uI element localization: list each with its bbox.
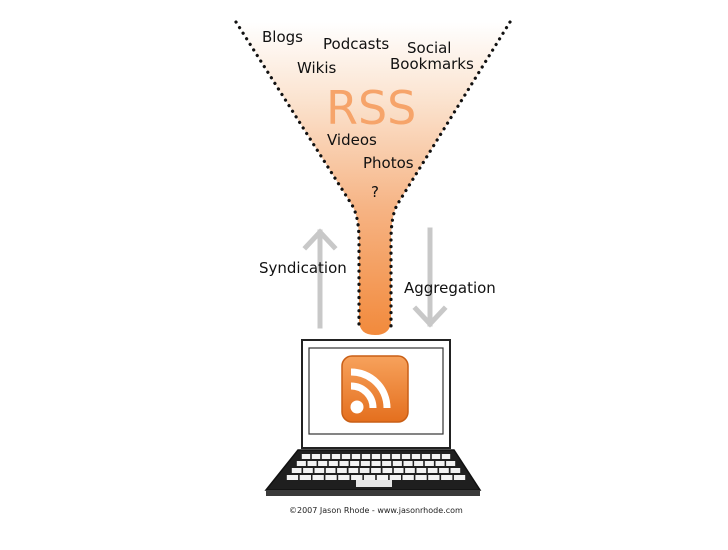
keyboard-key	[435, 461, 445, 466]
keyboard-key	[359, 468, 370, 473]
keyboard-key	[350, 461, 360, 466]
keyboard-key	[341, 454, 351, 459]
label-blogs: Blogs	[262, 28, 303, 46]
keyboard-key	[307, 461, 317, 466]
keyboard-key	[439, 468, 449, 473]
keyboard-key	[371, 454, 381, 459]
rss-feed-icon	[341, 355, 409, 423]
keyboard-key	[338, 475, 350, 480]
keyboard-key	[416, 468, 427, 473]
label-videos: Videos	[327, 131, 377, 149]
keyboard-key	[286, 475, 299, 480]
keyboard-key	[299, 475, 311, 480]
keyboard-key	[351, 454, 361, 459]
keyboard-key	[382, 468, 393, 473]
keyboard-key	[314, 468, 325, 473]
label-bookmarks: Bookmarks	[390, 55, 474, 73]
label-rss: RSS	[326, 81, 417, 135]
keyboard-key	[450, 468, 461, 473]
keyboard-key	[325, 468, 336, 473]
keyboard-key	[391, 454, 401, 459]
keyboard-key	[414, 461, 424, 466]
keyboard-key	[331, 454, 341, 459]
keyboard-key	[402, 475, 414, 480]
laptop-touchpad	[356, 480, 392, 487]
keyboard-key	[401, 454, 411, 459]
keyboard-key	[431, 454, 441, 459]
arrow-up-icon	[302, 228, 338, 329]
keyboard-key	[393, 468, 404, 473]
label-wikis: Wikis	[297, 59, 337, 77]
funnel-outline-right	[389, 20, 512, 332]
keyboard-key	[318, 461, 328, 466]
keyboard-key	[291, 468, 302, 473]
keyboard-key	[360, 461, 370, 466]
keyboard-key	[389, 475, 401, 480]
keyboard-key	[403, 461, 413, 466]
keyboard-key	[405, 468, 415, 473]
arrow-down-icon	[412, 227, 448, 328]
keyboard-key	[421, 454, 431, 459]
keyboard-key	[427, 468, 438, 473]
keyboard-key	[428, 475, 440, 480]
keyboard-key	[446, 461, 456, 466]
keyboard-key	[321, 454, 331, 459]
keyboard-key	[363, 475, 376, 480]
keyboard-key	[311, 454, 321, 459]
keyboard-key	[376, 475, 389, 480]
label-aggregation: Aggregation	[404, 279, 496, 297]
keyboard-key	[296, 461, 306, 466]
label-syndication: Syndication	[259, 259, 347, 277]
footer-credit: ©2007 Jason Rhode - www.jasonrhode.com	[289, 506, 463, 515]
keyboard-key	[361, 454, 371, 459]
funnel-shape	[236, 22, 510, 335]
keyboard-key	[351, 475, 363, 480]
keyboard-key	[441, 475, 453, 480]
keyboard-key	[392, 461, 402, 466]
keyboard-key	[371, 468, 381, 473]
label-unknown: ?	[371, 183, 379, 201]
label-podcasts: Podcasts	[323, 35, 390, 53]
keyboard-key	[339, 461, 349, 466]
keyboard-key	[325, 475, 337, 480]
keyboard-key	[348, 468, 359, 473]
keyboard-key	[301, 454, 311, 459]
keyboard-key	[312, 475, 324, 480]
keyboard-key	[381, 454, 391, 459]
keyboard-key	[453, 475, 466, 480]
keyboard-key	[424, 461, 434, 466]
keyboard-key	[371, 461, 381, 466]
label-photos: Photos	[363, 154, 414, 172]
keyboard-key	[411, 454, 421, 459]
funnel-outline	[234, 20, 361, 332]
keyboard-key	[303, 468, 313, 473]
keyboard-key	[382, 461, 392, 466]
label-social: Social	[407, 39, 452, 57]
keyboard-key	[337, 468, 347, 473]
keyboard-key	[415, 475, 427, 480]
keyboard-key	[441, 454, 451, 459]
keyboard-key	[328, 461, 338, 466]
